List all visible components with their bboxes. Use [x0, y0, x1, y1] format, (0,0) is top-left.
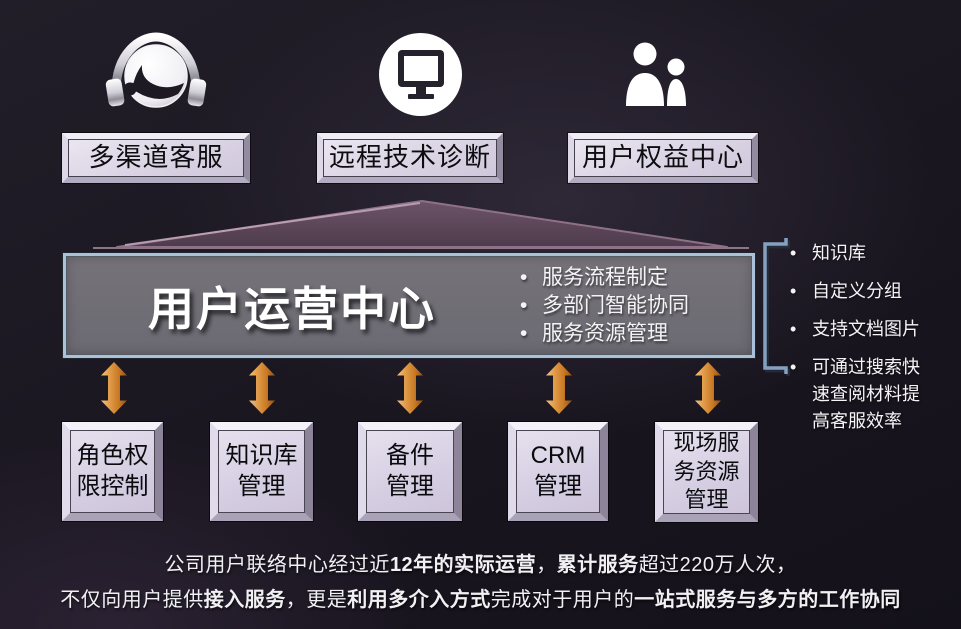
- channel-service-label: 多渠道客服: [88, 142, 224, 173]
- double-arrow-icon: [397, 362, 423, 414]
- bracket-shape: [763, 238, 790, 376]
- user-rights-box: 用户权益中心: [568, 133, 758, 183]
- field-service-box: 现场服 务资源 管理: [655, 422, 758, 522]
- remote-diagnosis-label: 远程技术诊断: [328, 142, 491, 173]
- knowledge-notes-list: 知识库 自定义分组 支持文档图片 可通过搜索快速查阅材料提高客服效率: [788, 240, 948, 446]
- channel-service-box: 多渠道客服: [62, 133, 250, 183]
- double-arrow-icon: [249, 362, 275, 414]
- headset-icon: [105, 32, 207, 108]
- banner-bullet: 服务资源管理: [518, 320, 689, 348]
- knowledge-base-label: 知识库 管理: [225, 441, 298, 500]
- double-arrow-icon: [695, 362, 721, 414]
- note-item: 自定义分组: [788, 278, 948, 305]
- user-rights-label: 用户权益中心: [581, 142, 744, 173]
- banner-bullet: 多部门智能协同: [518, 292, 689, 320]
- note-item: 知识库: [788, 240, 948, 267]
- note-item: 可通过搜索快速查阅材料提高客服效率: [788, 354, 948, 435]
- double-arrow-icon: [546, 362, 572, 414]
- knowledge-base-box: 知识库 管理: [210, 422, 313, 521]
- footer-line-2: 不仅向用户提供接入服务，更是利用多介入方式完成对于用户的一站式服务与多方的工作协…: [60, 589, 901, 611]
- crm-label: CRM 管理: [530, 441, 586, 500]
- banner-bullet-list: 服务流程制定 多部门智能协同 服务资源管理: [518, 264, 689, 348]
- operation-center-banner: 用户运营中心 服务流程制定 多部门智能协同 服务资源管理: [63, 253, 755, 358]
- role-permission-label: 角色权 限控制: [76, 441, 149, 500]
- remote-diagnosis-box: 远程技术诊断: [317, 133, 503, 183]
- note-item: 支持文档图片: [788, 316, 948, 343]
- field-service-label: 现场服 务资源 管理: [673, 430, 740, 513]
- role-permission-box: 角色权 限控制: [62, 422, 163, 521]
- people-icon: [626, 42, 686, 106]
- banner-bullet: 服务流程制定: [518, 264, 689, 292]
- spare-parts-box: 备件 管理: [358, 422, 462, 521]
- footer-line-1: 公司用户联络中心经过近12年的实际运营，累计服务超过220万人次，: [164, 554, 797, 576]
- double-arrow-icon: [101, 362, 127, 414]
- crm-box: CRM 管理: [508, 422, 608, 521]
- roof-shape: [93, 200, 749, 249]
- banner-title: 用户运营中心: [148, 282, 436, 335]
- monitor-icon: [379, 33, 462, 116]
- spare-parts-label: 备件 管理: [386, 441, 434, 500]
